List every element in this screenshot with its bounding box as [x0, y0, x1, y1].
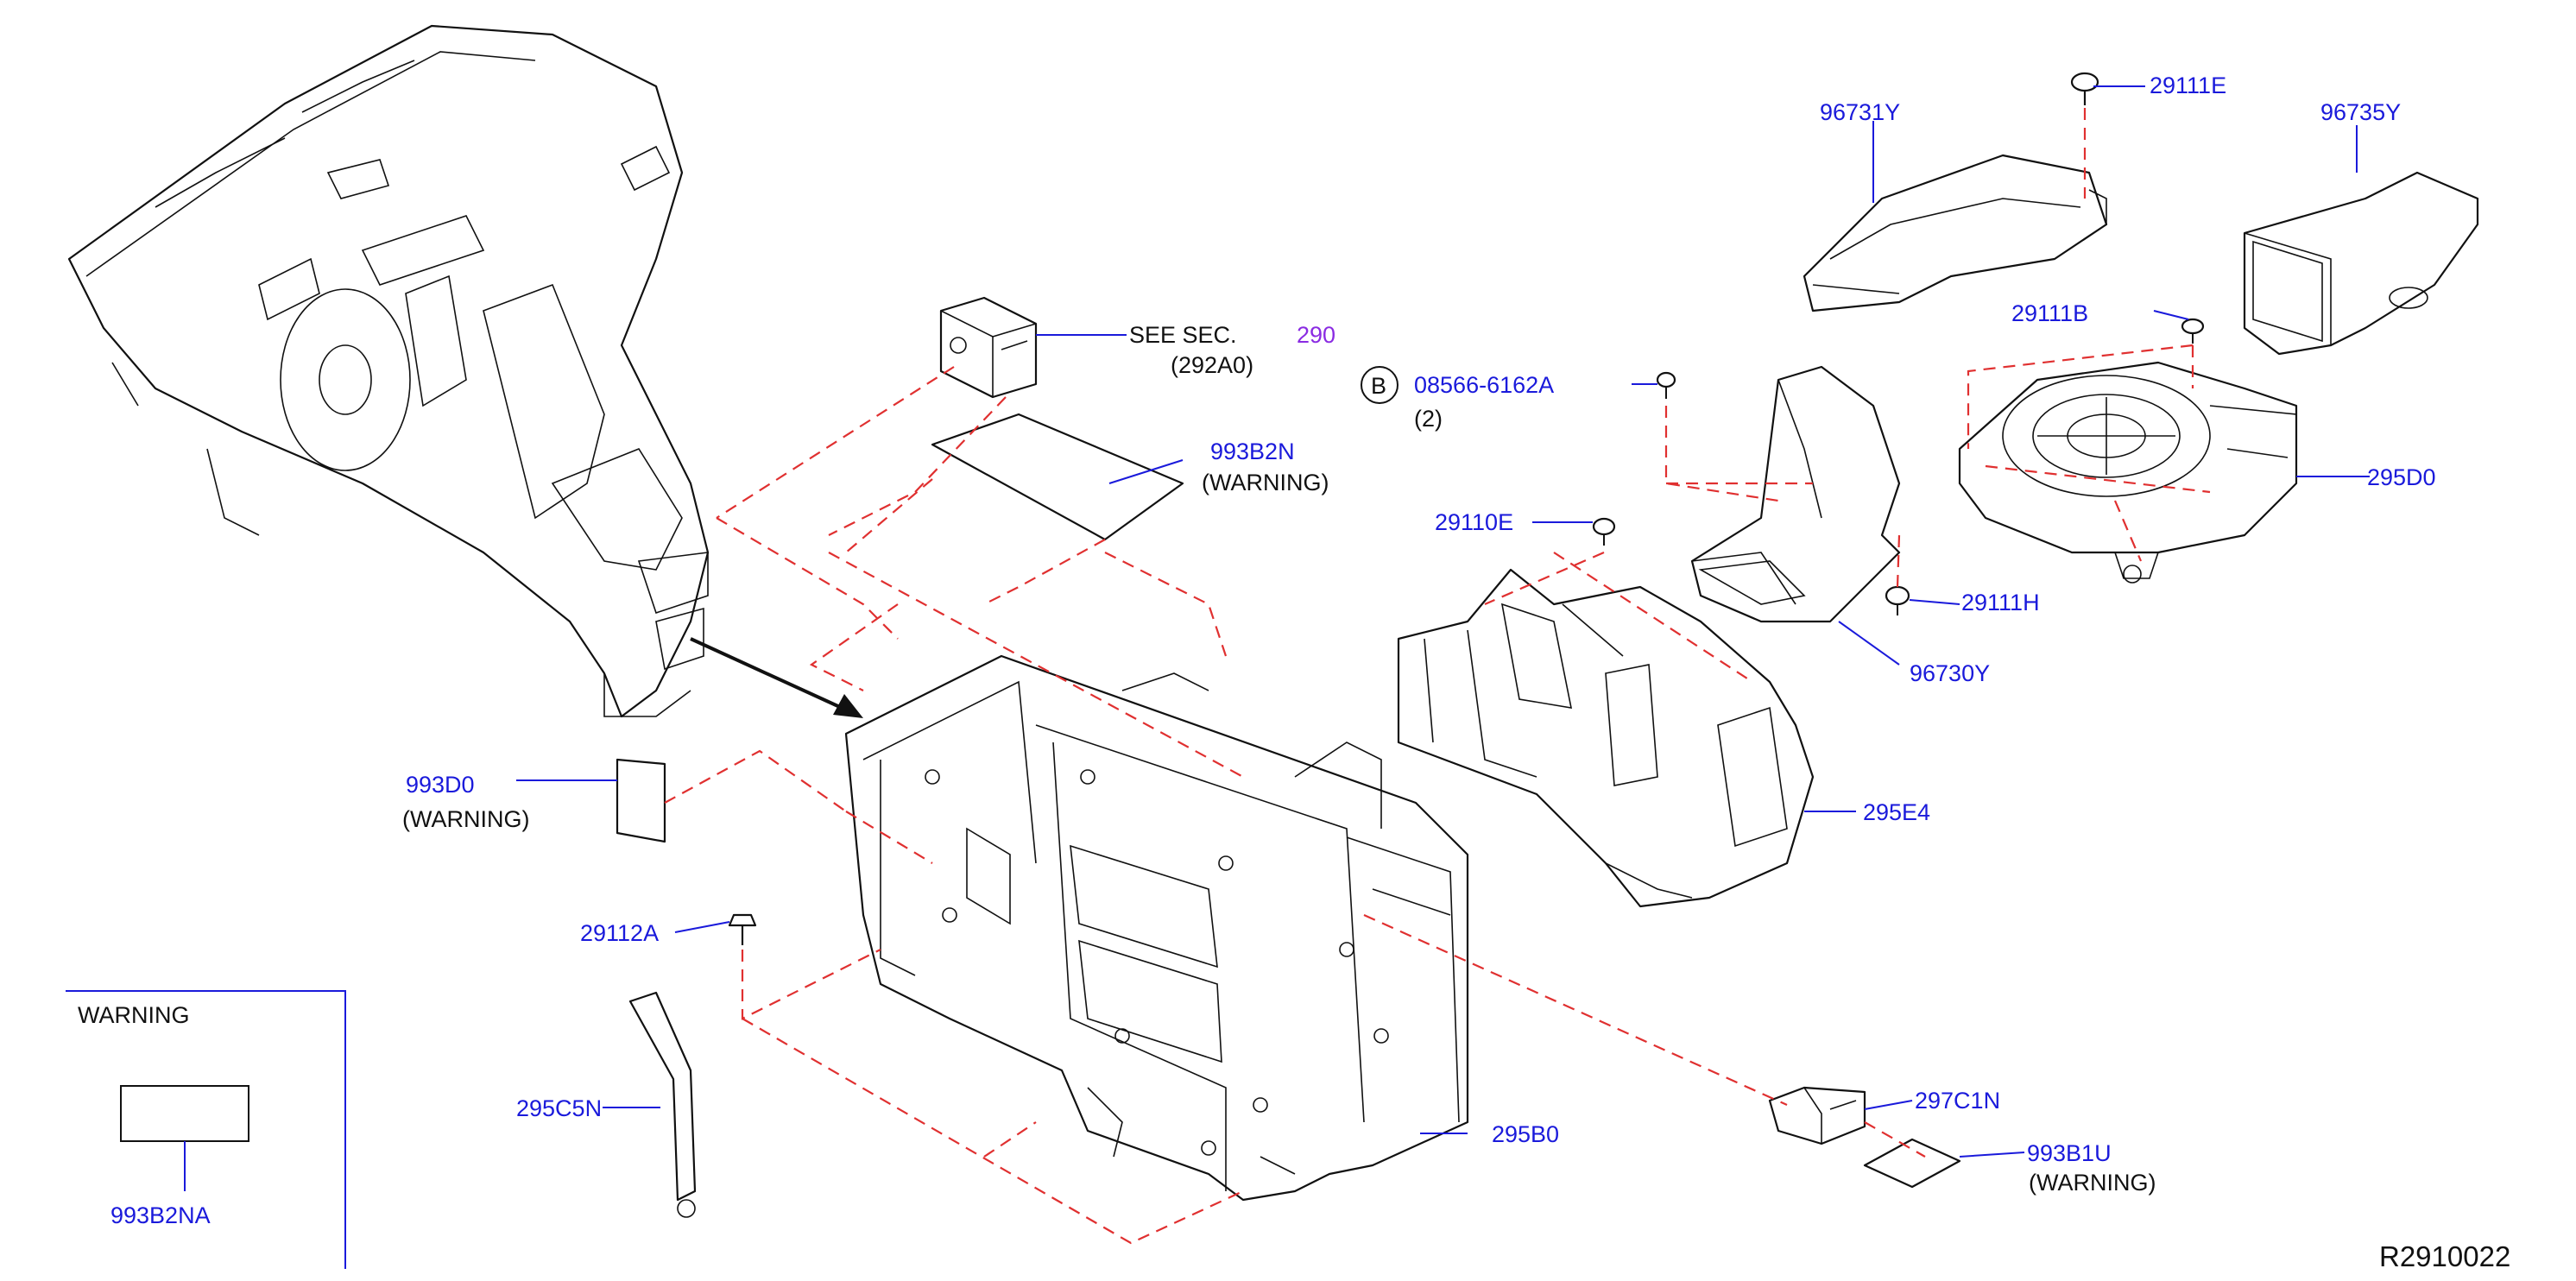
warning-legend-box: [66, 990, 346, 1269]
295D0-blower-motor: [1958, 361, 2298, 584]
292A0-module: [939, 296, 1038, 399]
label-993B2NA: 993B2NA: [110, 1202, 211, 1228]
label-b-circle: B: [1371, 373, 1386, 399]
label-993D0-warning: (WARNING): [402, 806, 529, 832]
29110E-screw: [1592, 517, 1616, 546]
96731Y-duct: [1803, 154, 2108, 312]
29111E-clip: [2070, 72, 2099, 105]
label-see-sec: SEE SEC.: [1129, 322, 1237, 348]
label-993B2N-warning: (WARNING): [1202, 470, 1329, 495]
29111B-clip: [2181, 318, 2205, 344]
label-29110E: 29110E: [1435, 509, 1513, 535]
label-section-290: 290: [1297, 322, 1335, 348]
label-qty-2: (2): [1414, 406, 1443, 432]
label-993B1U-warning: (WARNING): [2029, 1170, 2156, 1196]
warning-box-title: WARNING: [78, 1002, 190, 1028]
diagram-id: R2910022: [2379, 1240, 2510, 1272]
08566-6162A-bolt: [1656, 371, 1676, 399]
96735Y-duct: [2243, 171, 2479, 356]
label-295B0: 295B0: [1492, 1121, 1559, 1147]
label-96735Y: 96735Y: [2320, 99, 2401, 125]
993B2NA-label-shape: [120, 1085, 249, 1142]
b-reference-circle: [1361, 366, 1398, 404]
label-297C1N: 297C1N: [1915, 1088, 2000, 1114]
label-292A0: (292A0): [1171, 352, 1253, 378]
label-29111B: 29111B: [2011, 300, 2088, 326]
label-993D0: 993D0: [406, 772, 475, 798]
label-295D0: 295D0: [2367, 464, 2436, 490]
297C1N-sensor: [1768, 1086, 1866, 1145]
direction-arrow: [690, 637, 863, 718]
993B2N-warning-label: [931, 413, 1184, 541]
leader-lines: [516, 85, 2370, 1158]
96730Y-duct: [1690, 365, 1901, 623]
label-29111H: 29111H: [1961, 590, 2040, 615]
295B0-bracket-assembly: [844, 654, 1469, 1202]
label-08566-6162A: 08566-6162A: [1414, 372, 1554, 398]
label-29111E: 29111E: [2150, 73, 2226, 98]
label-96730Y: 96730Y: [1910, 660, 1990, 686]
29111H-clip: [1885, 585, 1910, 615]
label-993B1U: 993B1U: [2027, 1140, 2112, 1166]
993D0-warning-label: [616, 758, 666, 843]
dashboard-illustration: [67, 24, 710, 718]
label-993B2N: 993B2N: [1210, 439, 1295, 464]
295C5N-hose: [628, 991, 697, 1218]
part-labels: 96731Y 29111E 96735Y SEE SEC. 290 (292A0…: [78, 73, 2510, 1272]
reference-lines: [664, 108, 2211, 1245]
993B1U-warning-label: [1863, 1138, 1961, 1189]
label-29112A: 29112A: [580, 920, 659, 946]
label-96731Y: 96731Y: [1820, 99, 1900, 125]
29112A-clip: [728, 913, 757, 945]
label-295C5N: 295C5N: [516, 1095, 602, 1121]
label-295E4: 295E4: [1863, 799, 1930, 825]
